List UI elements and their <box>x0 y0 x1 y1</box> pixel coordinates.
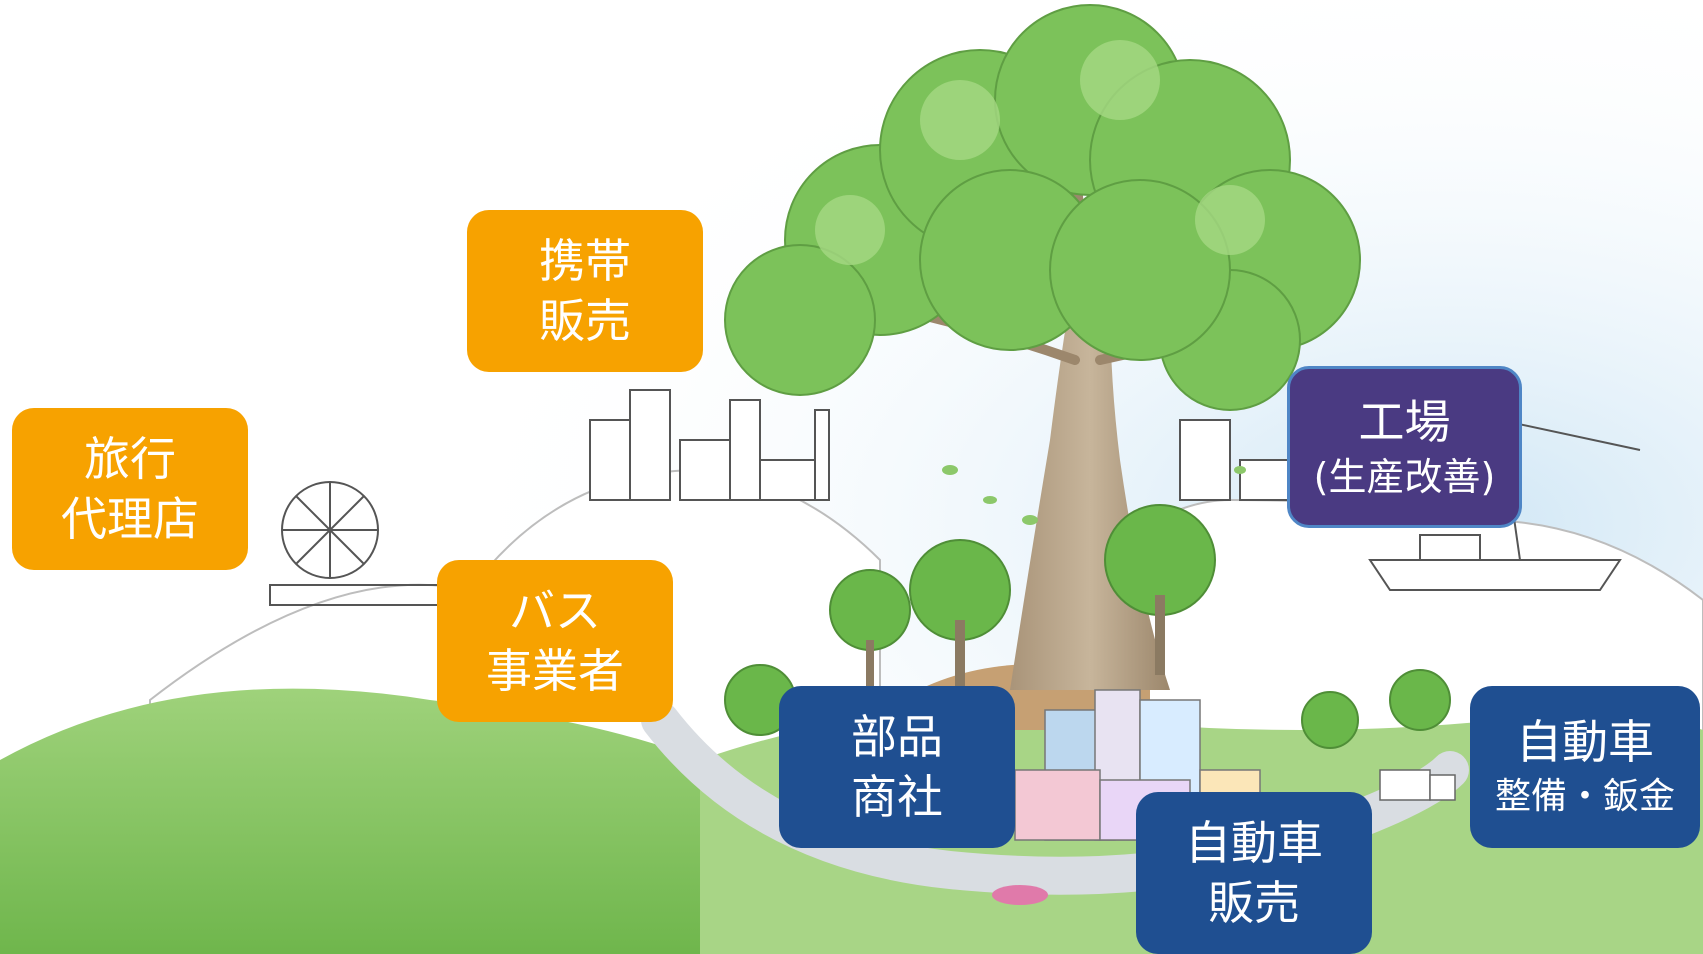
car-maintenance-label: 自動車 整備・鈑金 <box>1470 686 1700 848</box>
travel-agency-line2: 代理店 <box>61 492 199 546</box>
factory-label: 工場 (生産改善) <box>1287 366 1522 528</box>
car-maintenance-line1: 自動車 <box>1516 715 1654 769</box>
car-sales-line1: 自動車 <box>1185 816 1323 870</box>
mobile-sales-line1: 携帯 <box>539 234 631 288</box>
small-trees-icon <box>724 504 1451 749</box>
bus-operator-label: バス 事業者 <box>437 560 673 722</box>
mobile-sales-line2: 販売 <box>539 294 631 348</box>
car-sales-line2: 販売 <box>1208 876 1300 930</box>
falling-leaves-icon <box>942 465 1246 525</box>
bus-operator-line1: バス <box>509 584 601 638</box>
travel-agency-label: 旅行 代理店 <box>12 408 248 570</box>
factory-line1: 工場 <box>1358 395 1451 449</box>
canopy-highlights <box>815 40 1265 265</box>
travel-agency-line1: 旅行 <box>84 432 176 486</box>
parts-trading-label: 部品 商社 <box>779 686 1015 848</box>
road <box>641 701 1469 895</box>
truck-icon <box>1379 769 1456 801</box>
parts-trading-line1: 部品 <box>851 710 943 764</box>
mobile-sales-label: 携帯 販売 <box>467 210 703 372</box>
bus-operator-line2: 事業者 <box>486 644 624 698</box>
factory-icon <box>589 389 830 501</box>
car-sales-label: 自動車 販売 <box>1136 792 1372 954</box>
car-icon <box>992 885 1048 905</box>
car-maintenance-line2: 整備・鈑金 <box>1494 776 1675 817</box>
parts-trading-line2: 商社 <box>851 770 943 824</box>
factory-line2: (生産改善) <box>1313 455 1496 499</box>
